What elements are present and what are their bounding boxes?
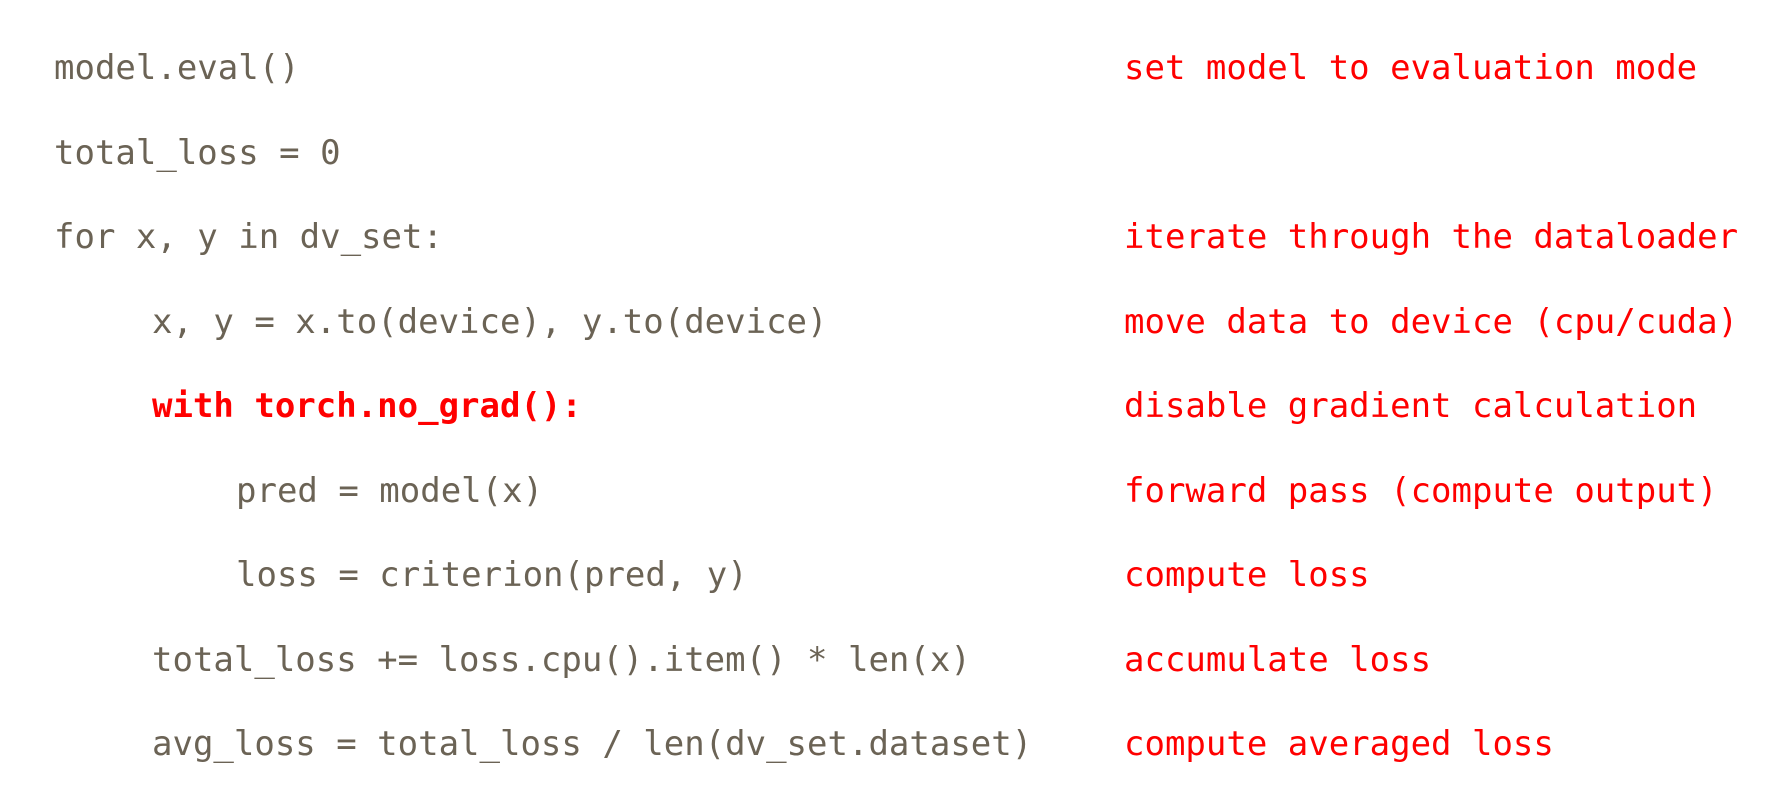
code-comment: set model to evaluation mode [1124, 48, 1698, 89]
code-row: avg_loss = total_loss / len(dv_set.datas… [0, 702, 1772, 787]
code-row: total_loss = 0 [0, 111, 1772, 196]
code-row: x, y = x.to(device), y.to(device) move d… [0, 280, 1772, 365]
code-row: model.eval() set model to evaluation mod… [0, 26, 1772, 111]
code-comment: compute loss [1124, 555, 1370, 596]
code-line: for x, y in dv_set: [54, 217, 443, 258]
code-row: loss = criterion(pred, y) compute loss [0, 533, 1772, 618]
code-row: total_loss += loss.cpu().item() * len(x)… [0, 618, 1772, 703]
code-comment: accumulate loss [1124, 639, 1432, 680]
code-line: model.eval() [54, 48, 300, 89]
code-line: x, y = x.to(device), y.to(device) [152, 301, 828, 342]
code-comment: move data to device (cpu/cuda) [1124, 301, 1739, 342]
code-line-highlighted: with torch.no_grad(): [152, 386, 582, 427]
code-comment: iterate through the dataloader [1124, 217, 1739, 258]
code-line: total_loss += loss.cpu().item() * len(x) [152, 639, 971, 680]
code-comment: disable gradient calculation [1124, 386, 1698, 427]
code-line: avg_loss = total_loss / len(dv_set.datas… [152, 724, 1033, 765]
code-row: pred = model(x) forward pass (compute ou… [0, 449, 1772, 534]
code-line: pred = model(x) [236, 470, 544, 511]
code-row: for x, y in dv_set: iterate through the … [0, 195, 1772, 280]
code-comment: forward pass (compute output) [1124, 470, 1718, 511]
code-line: total_loss = 0 [54, 132, 341, 173]
code-comment: compute averaged loss [1124, 724, 1554, 765]
code-line: loss = criterion(pred, y) [236, 555, 748, 596]
code-row: with torch.no_grad(): disable gradient c… [0, 364, 1772, 449]
